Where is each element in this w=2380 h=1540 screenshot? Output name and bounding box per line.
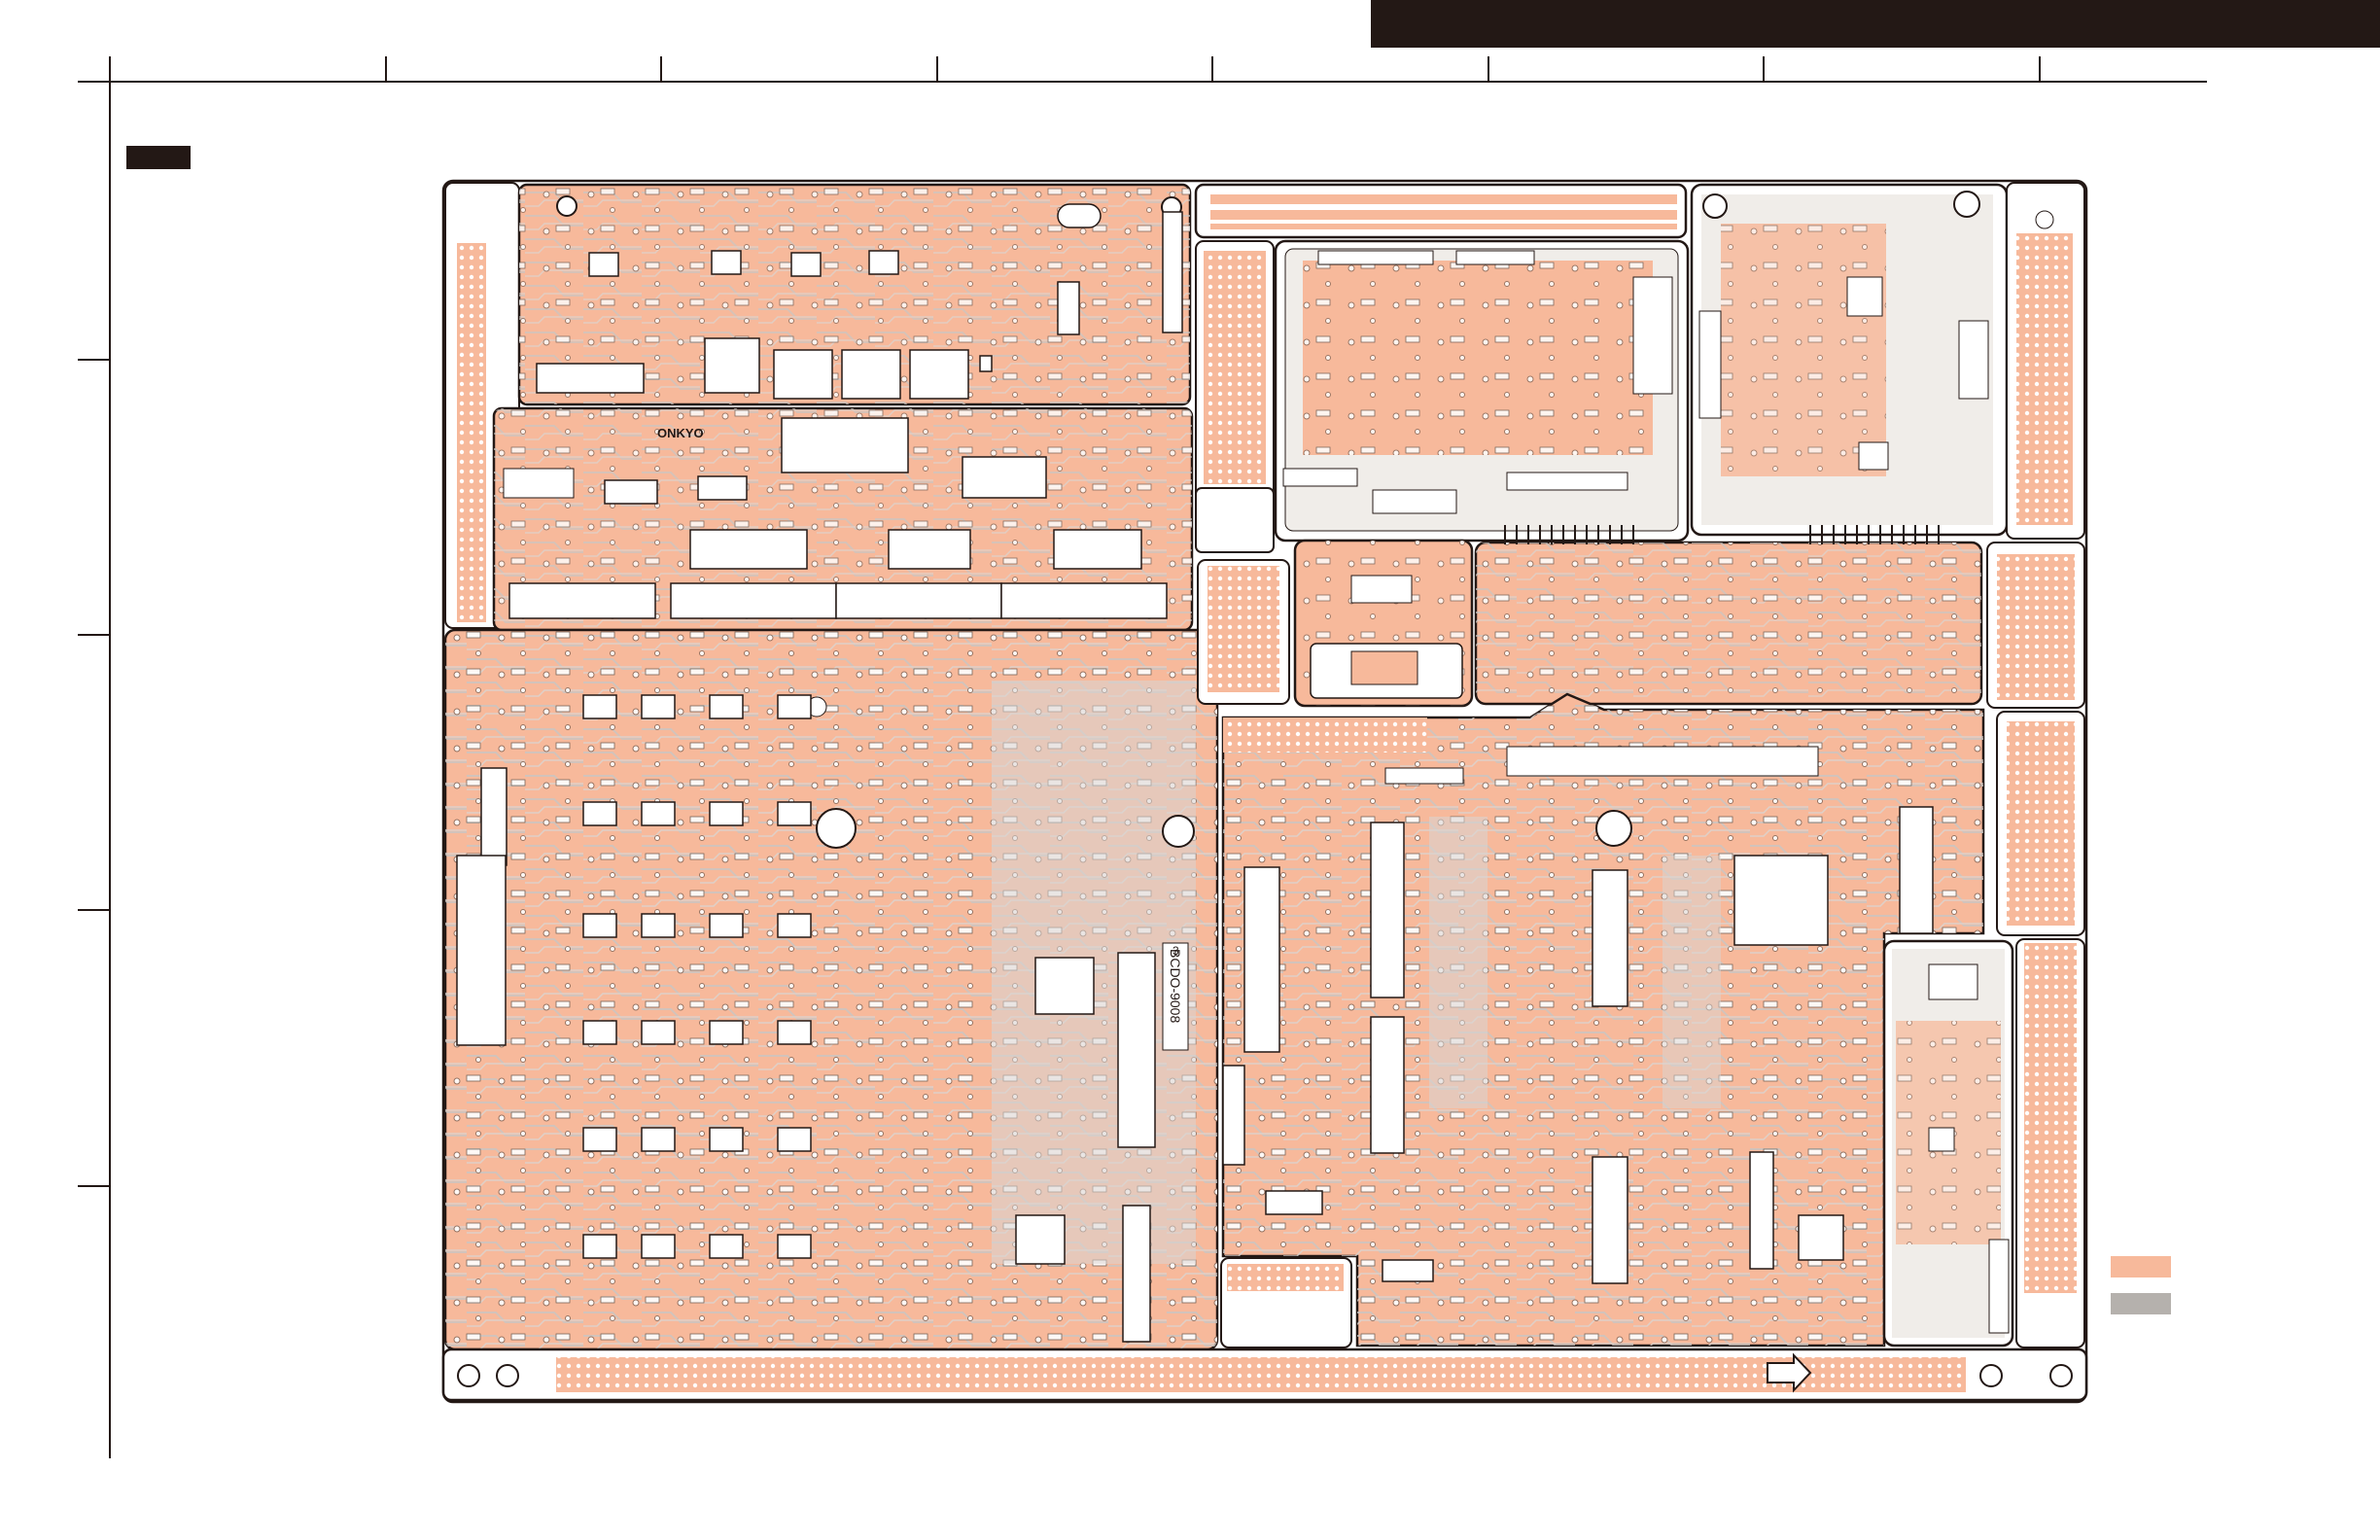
brand-label: ONKYO: [657, 426, 704, 440]
board-code: BCDO-9008: [1168, 949, 1183, 1023]
module-number: 3: [1172, 944, 1179, 958]
copper-swatch: [2111, 1256, 2171, 1278]
gray-swatch: [2111, 1293, 2171, 1314]
